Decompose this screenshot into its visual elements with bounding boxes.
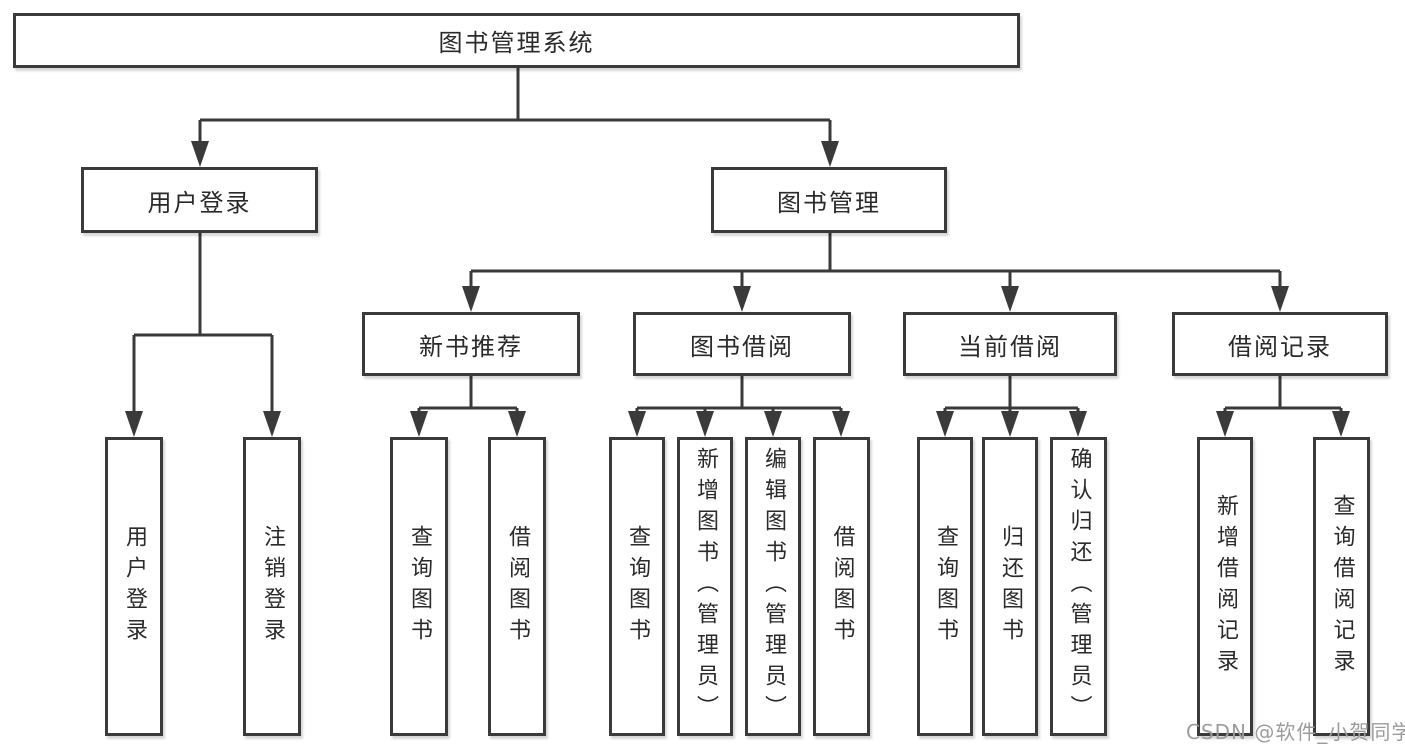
- leaf-return-books: 归还图书: [982, 437, 1038, 736]
- node-book-management: 图书管理: [711, 167, 947, 233]
- leaf-query-books-recommend: 查询图书: [390, 437, 448, 736]
- node-book-borrowing: 图书借阅: [633, 312, 851, 376]
- leaf-edit-book-admin: 编辑图书（管理员）: [745, 437, 801, 736]
- leaf-borrow-books: 借阅图书: [813, 437, 870, 736]
- node-user-login: 用户登录: [81, 167, 318, 233]
- leaf-user-login: 用户登录: [105, 437, 163, 736]
- leaf-confirm-return-admin: 确认归还（管理员）: [1050, 437, 1107, 736]
- leaf-add-borrowing-record: 新增借阅记录: [1197, 437, 1253, 736]
- csdn-watermark: CSDN @软件_小贺同学: [1186, 720, 1405, 744]
- node-new-book-recommendation: 新书推荐: [362, 312, 580, 376]
- leaf-borrow-books-recommend: 借阅图书: [488, 437, 546, 736]
- node-current-borrowing: 当前借阅: [903, 312, 1117, 376]
- leaf-query-borrowing-record: 查询借阅记录: [1313, 437, 1370, 736]
- node-borrowing-records: 借阅记录: [1172, 312, 1388, 376]
- leaf-query-books-current: 查询图书: [917, 437, 973, 736]
- node-library-management-system: 图书管理系统: [13, 13, 1020, 68]
- leaf-query-books-borrow: 查询图书: [609, 437, 665, 736]
- leaf-add-book-admin: 新增图书（管理员）: [677, 437, 733, 736]
- leaf-logout: 注销登录: [243, 437, 301, 736]
